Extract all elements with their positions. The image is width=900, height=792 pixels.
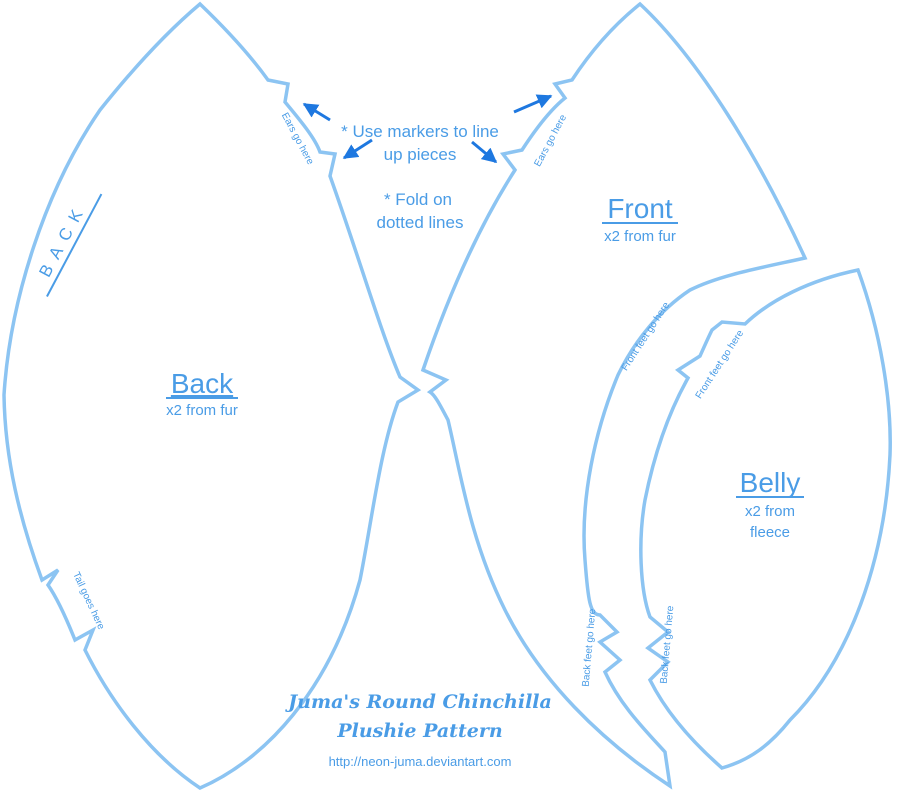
arrow-icon: [342, 138, 373, 160]
arrow-icon: [513, 94, 553, 114]
back-piece-count: x2 from fur: [166, 402, 238, 419]
front-ears-marker-label: Ears go here: [532, 113, 569, 169]
front-ears-marker-group: Ears go here: [532, 113, 569, 169]
belly-piece-count-line1: x2 from: [745, 503, 795, 520]
back-tail-marker-label: Tail goes here: [70, 570, 106, 631]
note-markers-line1: * Use markers to line: [341, 122, 499, 141]
belly-piece-outline: [639, 267, 892, 770]
arrow-icon: [471, 140, 498, 164]
credit-url: http://neon-juma.deviantart.com: [329, 754, 512, 769]
front-piece-count: x2 from fur: [604, 228, 676, 245]
note-markers-line2: up pieces: [384, 145, 457, 164]
back-piece-title: Back: [171, 368, 234, 399]
front-front-feet-marker-label: Front feet go here: [620, 300, 673, 373]
front-front-feet-marker-group: Front feet go here: [620, 300, 673, 373]
credit-title-line1: Juma's Round Chinchilla: [285, 691, 552, 713]
belly-front-feet-marker-group: Front feet go here: [694, 328, 747, 401]
belly-back-feet-marker-group: Back feet go here: [659, 605, 677, 684]
belly-front-feet-marker-label: Front feet go here: [694, 328, 747, 401]
front-back-feet-marker-group: Back feet go here: [581, 608, 599, 687]
front-piece-title: Front: [607, 193, 673, 224]
belly-piece-title: Belly: [740, 467, 801, 498]
credit-title-line2: Plushie Pattern: [336, 720, 502, 742]
belly-back-feet-marker-label: Back feet go here: [659, 605, 677, 684]
back-tail-marker-group: Tail goes here: [70, 570, 106, 631]
note-fold-line1: * Fold on: [384, 190, 452, 209]
note-fold-line2: dotted lines: [377, 213, 464, 232]
back-piece-outline: [2, 1, 422, 790]
belly-piece-count-line2: fleece: [750, 524, 790, 541]
back-side-label-group: BACK: [35, 193, 103, 297]
front-back-feet-marker-label: Back feet go here: [581, 608, 599, 687]
arrow-icon: [302, 102, 331, 122]
front-piece-outline: [420, 1, 808, 790]
